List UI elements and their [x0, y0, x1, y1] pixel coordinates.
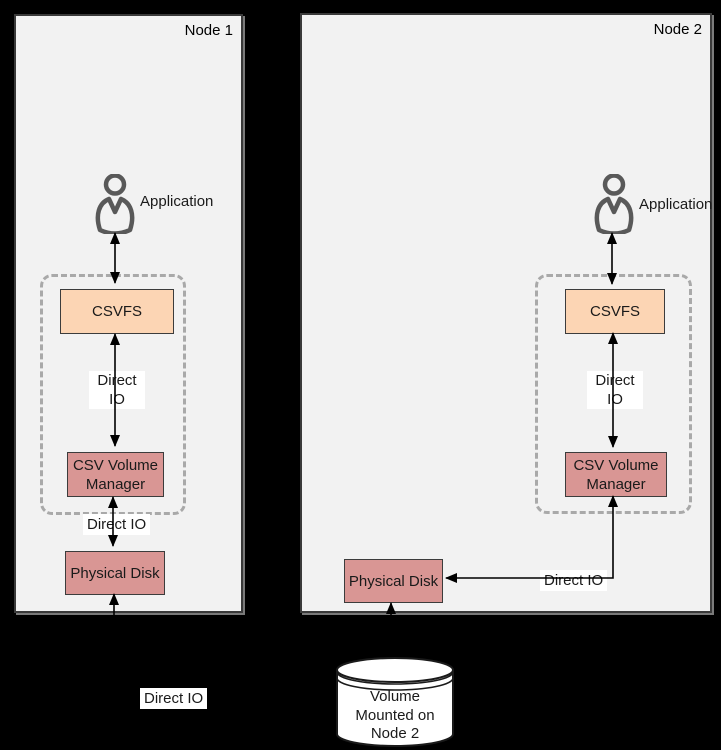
node2-csvfs-box: CSVFS — [565, 289, 665, 334]
node1-container: Node 1 Application CSVFS Direct IO CSV V… — [14, 14, 243, 613]
node1-csvfs-box: CSVFS — [60, 289, 174, 334]
node2-physical-disk-label: Physical Disk — [348, 572, 439, 590]
node1-volume-manager-box: CSV Volume Manager — [67, 452, 164, 497]
node1-direct-io-label: Direct IO — [89, 371, 145, 409]
node1-title: Node 1 — [184, 22, 233, 39]
volume-cylinder — [336, 657, 454, 747]
node1-boundary-direct-io-label: Direct IO — [83, 514, 151, 535]
volume-mounted-label: Volume Mounted on Node 2 — [355, 688, 435, 742]
node2-direct-io-label: Direct IO — [587, 371, 643, 409]
application-person-icon — [95, 174, 135, 234]
node2-physical-disk-box: Physical Disk — [344, 559, 443, 603]
node1-application-label: Application — [140, 193, 214, 210]
node2-volume-manager-label: CSV Volume Manager — [573, 456, 659, 493]
node1-physical-disk-label: Physical Disk — [70, 564, 160, 582]
node2-container: Node 2 Application CSVFS Direct IO CSV V… — [300, 13, 712, 613]
node1-volume-manager-label: CSV Volume Manager — [72, 456, 159, 493]
node2-application-label: Application — [639, 196, 713, 213]
node1-csvfs-label: CSVFS — [91, 303, 142, 320]
node2-title: Node 2 — [653, 21, 702, 38]
node2-csvfs-label: CSVFS — [589, 303, 640, 320]
node2-volume-manager-box: CSV Volume Manager — [565, 452, 667, 497]
application-person-icon — [594, 174, 634, 234]
node1-physical-disk-box: Physical Disk — [65, 551, 165, 595]
storage-direct-io-label: Direct IO — [140, 688, 208, 709]
node2-elbow-direct-io-label: Direct IO — [540, 570, 608, 591]
